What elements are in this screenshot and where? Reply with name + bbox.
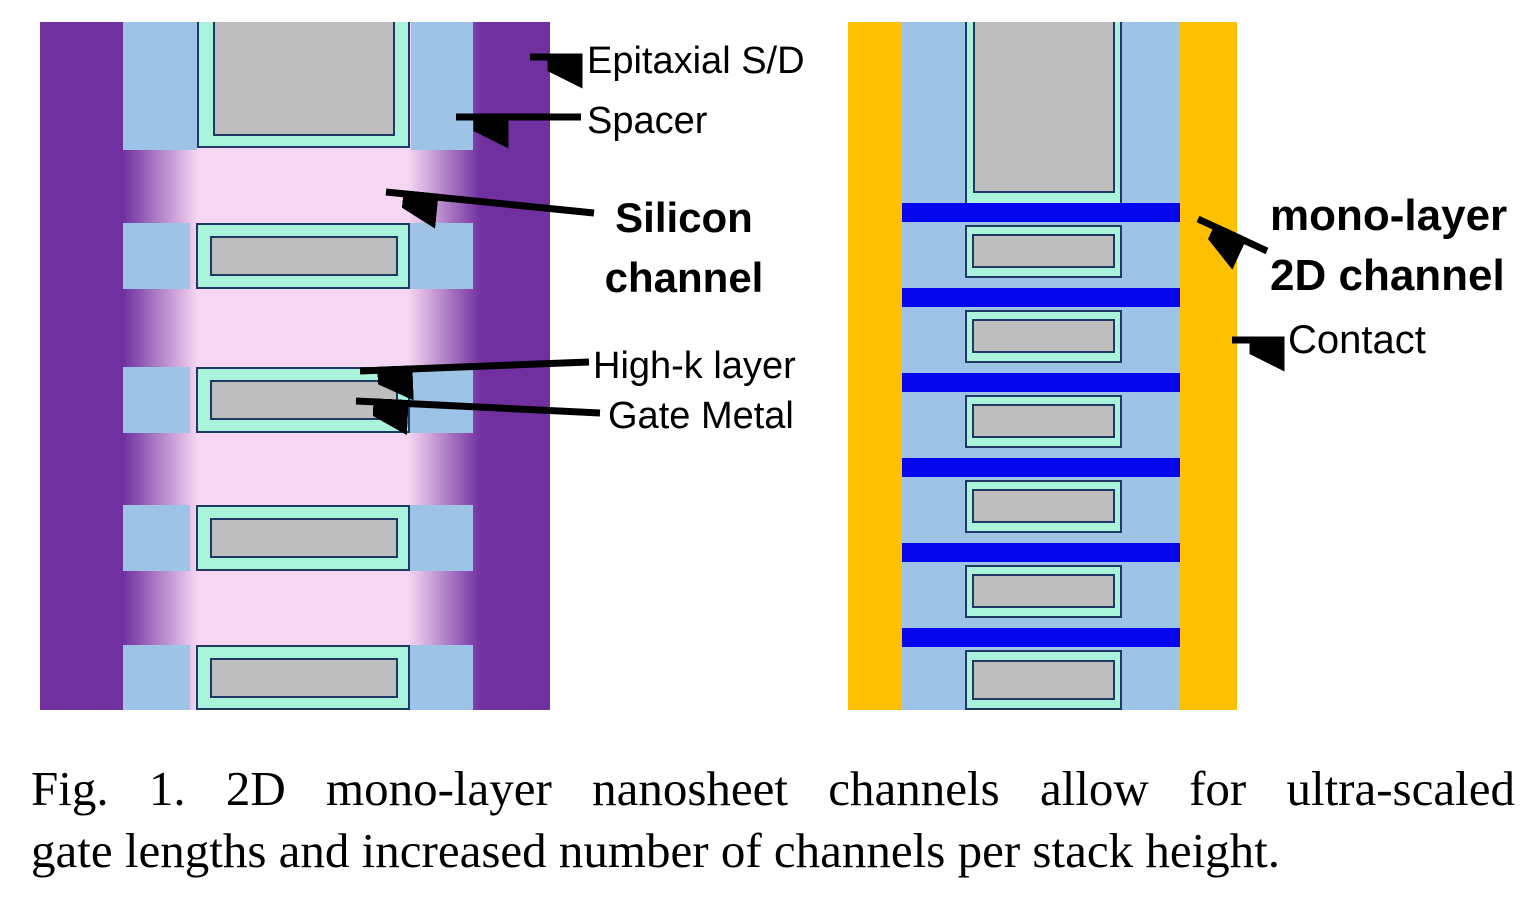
gate-metal-top bbox=[973, 22, 1115, 193]
spacer-block bbox=[410, 645, 473, 710]
spacer-block bbox=[123, 505, 190, 571]
gate-metal-rect bbox=[210, 518, 398, 558]
contact-column bbox=[848, 22, 902, 710]
gate-metal-top bbox=[213, 22, 395, 136]
2d-channel-bar bbox=[902, 373, 1180, 392]
spacer-block bbox=[123, 645, 190, 710]
right-diagram-2d-channel-stack bbox=[848, 22, 1237, 710]
2d-channel-bar bbox=[902, 203, 1180, 222]
gate-metal-rect bbox=[972, 660, 1115, 700]
silicon-channel-band bbox=[40, 433, 550, 505]
contact-column bbox=[1180, 22, 1237, 710]
2d-channel-bar bbox=[902, 458, 1180, 477]
silicon-channel-band bbox=[40, 571, 550, 645]
spacer-block bbox=[123, 367, 190, 433]
spacer-block bbox=[411, 22, 473, 150]
gate-metal-rect bbox=[972, 319, 1115, 353]
2d-channel-bar bbox=[902, 543, 1180, 562]
spacer-block bbox=[410, 505, 473, 571]
label-high-k-layer: High-k layer bbox=[593, 345, 796, 387]
spacer-block bbox=[123, 22, 197, 150]
spacer-block bbox=[410, 223, 473, 289]
label-contact: Contact bbox=[1288, 318, 1426, 362]
label-gate-metal: Gate Metal bbox=[608, 395, 794, 437]
gate-metal-rect bbox=[210, 380, 398, 420]
silicon-channel-band bbox=[40, 289, 550, 367]
caption-line-1: Fig. 1. 2D mono-layer nanosheet channels… bbox=[31, 761, 1515, 816]
label-spacer: Spacer bbox=[587, 100, 708, 142]
label-epitaxial-sd: Epitaxial S/D bbox=[587, 40, 805, 82]
gate-metal-rect bbox=[972, 574, 1115, 608]
label-silicon-channel: Silicon channel bbox=[604, 194, 764, 301]
gate-metal-rect bbox=[972, 234, 1115, 268]
spacer-block bbox=[410, 367, 473, 433]
gate-metal-rect bbox=[972, 489, 1115, 523]
figure-caption: Fig. 1. 2D mono-layer nanosheet channels… bbox=[31, 758, 1515, 882]
left-diagram-silicon-nanosheet-stack bbox=[40, 22, 550, 710]
gate-metal-rect bbox=[210, 658, 398, 698]
label-mono-layer-2d-channel: mono-layer 2D channel bbox=[1270, 191, 1508, 300]
2d-channel-bar bbox=[902, 628, 1180, 647]
caption-line-2: gate lengths and increased number of cha… bbox=[31, 823, 1281, 878]
2d-channel-bar bbox=[902, 288, 1180, 307]
gate-metal-rect bbox=[210, 236, 398, 276]
gate-metal-rect bbox=[972, 404, 1115, 438]
silicon-channel-band bbox=[40, 150, 550, 223]
spacer-block bbox=[123, 223, 190, 289]
